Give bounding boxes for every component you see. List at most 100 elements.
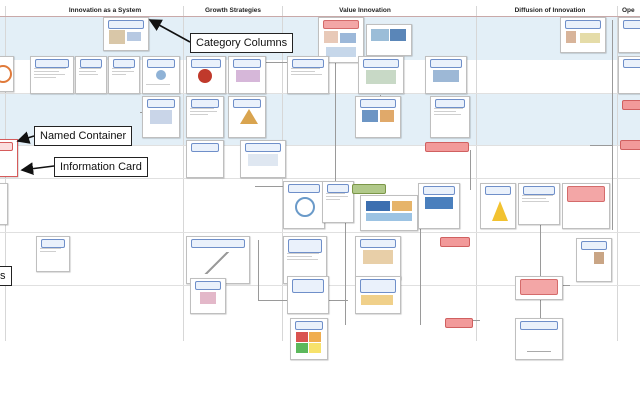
information-card[interactable] bbox=[228, 56, 266, 94]
information-card[interactable] bbox=[358, 56, 404, 94]
card-body bbox=[291, 68, 325, 90]
card-body bbox=[484, 195, 512, 225]
card-body bbox=[519, 330, 559, 356]
pink-topic-label[interactable] bbox=[620, 140, 640, 150]
connector-line bbox=[345, 195, 346, 325]
information-card[interactable] bbox=[287, 276, 329, 314]
card-image bbox=[0, 65, 12, 83]
card-title bbox=[288, 239, 322, 253]
information-card[interactable] bbox=[480, 183, 516, 229]
information-card[interactable] bbox=[618, 56, 640, 94]
column-header-value-innovation: Value Innovation bbox=[339, 7, 391, 14]
card-body bbox=[232, 108, 262, 134]
information-card[interactable] bbox=[142, 96, 180, 138]
card-title bbox=[423, 186, 455, 195]
pink-topic-label[interactable] bbox=[622, 100, 640, 110]
green-topic-label[interactable] bbox=[352, 184, 386, 194]
information-card[interactable] bbox=[75, 56, 107, 94]
arrow-information-card bbox=[20, 162, 55, 175]
card-body bbox=[34, 68, 70, 90]
information-card[interactable] bbox=[418, 183, 460, 229]
information-card[interactable] bbox=[355, 236, 401, 280]
connector-line bbox=[255, 186, 290, 187]
pink-topic-label[interactable] bbox=[445, 318, 473, 328]
information-card[interactable] bbox=[425, 56, 467, 94]
information-card[interactable] bbox=[560, 17, 606, 53]
information-card[interactable] bbox=[355, 276, 401, 314]
information-card[interactable] bbox=[518, 183, 560, 225]
card-body bbox=[112, 68, 136, 90]
card-title bbox=[147, 59, 175, 68]
information-card[interactable] bbox=[287, 56, 329, 94]
information-card[interactable] bbox=[562, 183, 610, 229]
information-card[interactable] bbox=[618, 17, 640, 53]
card-body bbox=[434, 108, 466, 134]
information-card[interactable] bbox=[228, 96, 266, 138]
information-card[interactable] bbox=[366, 24, 412, 56]
card-body bbox=[580, 250, 608, 278]
card-image bbox=[295, 197, 315, 217]
card-image bbox=[309, 343, 321, 353]
card-body bbox=[422, 195, 456, 225]
card-body bbox=[429, 68, 463, 90]
card-image bbox=[326, 47, 356, 57]
information-card[interactable] bbox=[186, 96, 224, 138]
information-card[interactable] bbox=[36, 236, 70, 272]
information-card[interactable] bbox=[103, 17, 149, 51]
information-card[interactable] bbox=[0, 56, 14, 92]
card-title bbox=[191, 239, 245, 248]
card-title bbox=[233, 59, 261, 68]
card-image bbox=[362, 110, 378, 122]
information-card[interactable] bbox=[186, 56, 226, 94]
information-card[interactable] bbox=[355, 96, 401, 138]
card-image bbox=[392, 201, 412, 211]
information-card[interactable] bbox=[142, 56, 180, 94]
card-body bbox=[190, 248, 246, 280]
card-image bbox=[240, 109, 258, 124]
card-title bbox=[35, 59, 69, 68]
card-title bbox=[191, 143, 219, 152]
card-image bbox=[200, 252, 236, 274]
card-title bbox=[288, 184, 320, 193]
card-title bbox=[363, 59, 399, 68]
card-title bbox=[41, 239, 65, 248]
information-card[interactable] bbox=[318, 17, 364, 63]
card-title bbox=[485, 186, 511, 195]
information-card[interactable] bbox=[576, 238, 612, 282]
connector-line bbox=[335, 20, 336, 220]
card-title bbox=[430, 59, 462, 68]
information-card[interactable] bbox=[186, 140, 224, 178]
information-card[interactable] bbox=[240, 140, 286, 178]
information-card[interactable] bbox=[190, 278, 226, 314]
card-image bbox=[566, 31, 576, 43]
connector-line bbox=[420, 185, 421, 325]
information-card[interactable] bbox=[0, 183, 8, 225]
pink-topic-label[interactable] bbox=[425, 142, 469, 152]
card-image bbox=[371, 29, 389, 41]
information-card[interactable] bbox=[322, 181, 354, 223]
column-divider bbox=[617, 6, 618, 341]
information-card[interactable] bbox=[30, 56, 74, 94]
card-body bbox=[322, 29, 360, 59]
card-body bbox=[190, 68, 222, 90]
card-title bbox=[360, 279, 396, 293]
card-title bbox=[80, 59, 102, 68]
information-card[interactable] bbox=[290, 318, 328, 360]
card-image bbox=[156, 70, 166, 80]
card-image bbox=[296, 343, 308, 353]
column-header-innovation-as-a-system: Innovation as a System bbox=[68, 7, 142, 14]
pink-topic-label[interactable] bbox=[440, 237, 470, 247]
information-card[interactable] bbox=[430, 96, 470, 138]
card-image bbox=[527, 334, 551, 352]
information-card[interactable] bbox=[283, 181, 325, 229]
card-title bbox=[581, 241, 607, 250]
information-card[interactable] bbox=[108, 56, 140, 94]
card-title bbox=[567, 186, 605, 202]
information-card[interactable] bbox=[515, 276, 563, 300]
named-container[interactable] bbox=[0, 139, 18, 177]
card-body bbox=[294, 330, 324, 356]
information-card[interactable] bbox=[360, 195, 418, 231]
card-title bbox=[435, 99, 465, 108]
information-card[interactable] bbox=[186, 236, 250, 284]
information-card[interactable] bbox=[515, 318, 563, 360]
